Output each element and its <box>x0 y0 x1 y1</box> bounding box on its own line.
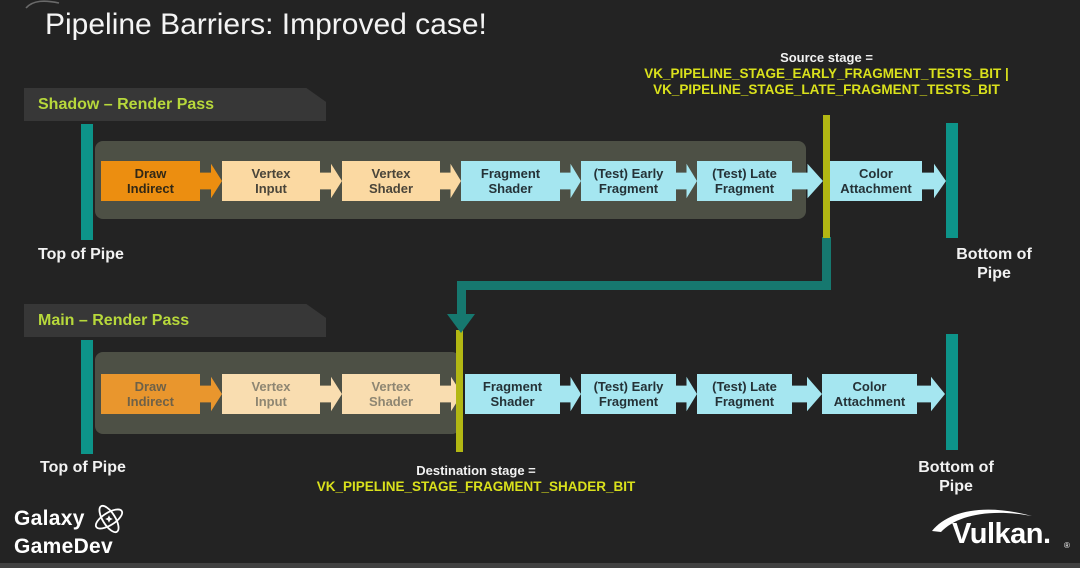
stage-arrow-icon <box>922 163 946 199</box>
dependency-arrow-segment <box>457 288 466 314</box>
stage-label-line: (Test) Late <box>712 166 777 181</box>
bottom-of-pipe-line2: Pipe <box>939 478 973 495</box>
stage-label-line: Shader <box>368 181 414 196</box>
bottom-of-pipe-label-main: Bottom of Pipe <box>910 458 1002 496</box>
destination-stage-value: VK_PIPELINE_STAGE_FRAGMENT_SHADER_BIT <box>316 479 636 494</box>
source-stage-value-line1: VK_PIPELINE_STAGE_EARLY_FRAGMENT_TESTS_B… <box>644 66 1009 81</box>
stage-arrow-icon <box>560 376 581 412</box>
main-render-pass-label: Main – Render Pass <box>24 304 326 337</box>
stage-label-line: Input <box>255 181 287 196</box>
stage-arrow-icon <box>676 376 697 412</box>
stage-label-line: Color <box>852 379 887 394</box>
stage-label-line: Fragment <box>714 181 775 196</box>
stage-label-line: Vertex <box>371 379 411 394</box>
stage-vertex-shader-shadow: Vertex Shader <box>342 161 440 201</box>
dependency-arrowhead-icon <box>447 314 475 333</box>
stage-label-line: Indirect <box>127 394 174 409</box>
galaxy-logo-line1: Galaxy <box>14 507 85 530</box>
stage-label-line: Color <box>859 166 893 181</box>
stage-late-fragment-main: (Test) Late Fragment <box>697 374 792 414</box>
stage-label-line: Fragment <box>482 379 543 394</box>
bottom-of-pipe-line1: Bottom of <box>918 459 994 476</box>
stage-draw-indirect-shadow: Draw Indirect <box>101 161 200 201</box>
source-stage-barrier-bar <box>823 115 830 238</box>
stage-vertex-shader-main: Vertex Shader <box>342 374 440 414</box>
stage-arrow-icon <box>792 376 822 412</box>
stage-label-line: Shader <box>490 394 535 409</box>
dependency-arrow-segment <box>822 237 831 287</box>
destination-stage-label: Destination stage = <box>416 463 536 478</box>
bottom-of-pipe-bar-main <box>946 334 958 450</box>
stage-color-attachment-main: Color Attachment <box>822 374 917 414</box>
stage-late-fragment-shadow: (Test) Late Fragment <box>697 161 792 201</box>
stage-label-line: Fragment <box>598 181 659 196</box>
top-of-pipe-label-shadow: Top of Pipe <box>38 246 124 263</box>
stage-label-line: (Test) Early <box>593 379 664 394</box>
stage-label-line: (Test) Late <box>712 379 777 394</box>
bottom-of-pipe-line1: Bottom of <box>956 246 1032 263</box>
stage-label-line: Draw <box>134 166 167 181</box>
bottom-of-pipe-label-shadow: Bottom of Pipe <box>948 245 1040 283</box>
bottom-of-pipe-bar-shadow <box>946 123 958 238</box>
atom-icon <box>94 504 123 534</box>
galaxy-gamedev-logo: Galaxy GameDev <box>14 504 127 560</box>
bottom-of-pipe-line2: Pipe <box>977 265 1011 282</box>
slide-bottom-edge <box>0 563 1080 568</box>
vulkan-swoosh-icon <box>932 509 1032 532</box>
shadow-render-pass-label: Shadow – Render Pass <box>24 88 326 121</box>
stage-label-line: Draw <box>134 379 167 394</box>
stage-arrow-icon <box>917 376 945 412</box>
stage-label-line: (Test) Early <box>593 166 664 181</box>
stage-label-line: Vertex <box>251 166 291 181</box>
top-of-pipe-label-main: Top of Pipe <box>40 459 126 476</box>
source-stage-value-line2: VK_PIPELINE_STAGE_LATE_FRAGMENT_TESTS_BI… <box>653 82 1000 97</box>
stage-fragment-shader-main: Fragment Shader <box>465 374 560 414</box>
stage-vertex-input-main: Vertex Input <box>222 374 320 414</box>
main-render-pass-label-text: Main – Render Pass <box>38 311 190 329</box>
stage-label-line: Fragment <box>598 394 659 409</box>
stage-early-fragment-main: (Test) Early Fragment <box>581 374 676 414</box>
stage-vertex-input-shadow: Vertex Input <box>222 161 320 201</box>
stage-label-line: Shader <box>368 394 414 409</box>
destination-stage-annotation: Destination stage = VK_PIPELINE_STAGE_FR… <box>276 463 676 495</box>
dependency-arrow-segment <box>457 281 831 290</box>
stage-early-fragment-shadow: (Test) Early Fragment <box>581 161 676 201</box>
stage-label-line: Attachment <box>840 181 912 196</box>
stage-label-line: Vertex <box>251 379 291 394</box>
top-of-pipe-bar-main <box>81 340 93 454</box>
stage-draw-indirect-main: Draw Indirect <box>101 374 200 414</box>
source-stage-annotation: Source stage = VK_PIPELINE_STAGE_EARLY_F… <box>606 50 1047 98</box>
destination-stage-barrier-bar <box>456 330 463 452</box>
stage-label-line: Fragment <box>480 166 541 181</box>
stage-label-line: Input <box>255 394 287 409</box>
stage-label-line: Indirect <box>127 181 174 196</box>
stage-label-line: Vertex <box>371 166 411 181</box>
corner-squiggle-mark <box>25 0 60 9</box>
vulkan-logo-wordmark: Vulkan. <box>952 518 1051 550</box>
stage-color-attachment-shadow: Color Attachment <box>830 161 922 201</box>
stage-fragment-shader-shadow: Fragment Shader <box>461 161 560 201</box>
stage-label-line: Shader <box>488 181 533 196</box>
galaxy-logo-line2: GameDev <box>14 535 113 558</box>
shadow-render-pass-label-text: Shadow – Render Pass <box>38 95 215 113</box>
top-of-pipe-bar-shadow <box>81 124 93 240</box>
stage-label-line: Attachment <box>833 394 906 409</box>
slide-title: Pipeline Barriers: Improved case! <box>45 8 487 41</box>
stage-label-line: Fragment <box>714 394 775 409</box>
vulkan-logo: Vulkan. ® <box>930 503 1080 563</box>
source-stage-label: Source stage = <box>780 50 873 65</box>
registered-trademark-icon: ® <box>1064 541 1070 550</box>
